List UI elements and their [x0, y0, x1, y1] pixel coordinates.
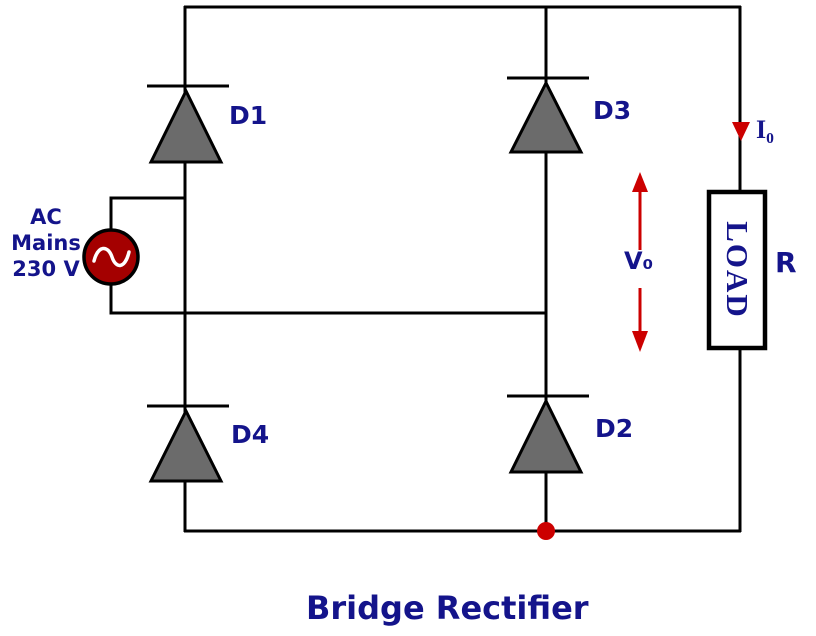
wire-source-top [109, 196, 185, 230]
diode-d4-symbol [147, 404, 229, 483]
diode-d3-label: D3 [593, 96, 632, 125]
current-arrow-icon [732, 122, 750, 141]
voltage-arrow-up-icon [632, 172, 648, 250]
ac-source-label-line2: Mains [11, 231, 81, 255]
load-label: LOAD [720, 221, 755, 319]
diode-d2-triangle [508, 397, 584, 474]
voltage-arrow-down-head [632, 331, 648, 352]
diode-d3-triangle [508, 79, 584, 154]
diode-d1-label: D1 [229, 101, 268, 130]
output-voltage-label: V₀ [624, 247, 654, 275]
diode-d4-label: D4 [231, 420, 270, 449]
output-current-label: I₀ [756, 115, 774, 144]
ac-source-label-line1: AC [30, 205, 62, 229]
ac-source-label-line3: 230 V [12, 257, 80, 281]
diode-d2-label: D2 [595, 414, 634, 443]
diode-d4-triangle [148, 407, 224, 483]
diode-d2-symbol [507, 394, 589, 474]
diode-d1-symbol [147, 84, 229, 164]
ac-source-icon [82, 228, 140, 286]
page-title: Bridge Rectifier [306, 589, 589, 627]
voltage-arrow-down-icon [632, 288, 648, 352]
resistor-label: R [775, 246, 797, 279]
wire-source-bottom [109, 285, 546, 315]
junction-dot [537, 522, 555, 540]
diode-d1-triangle [148, 87, 224, 164]
ac-source-label: AC Mains 230 V [6, 204, 86, 282]
diode-d3-symbol [507, 76, 589, 154]
sine-wave-icon [92, 246, 131, 268]
voltage-arrow-up-head [632, 172, 648, 192]
load-resistor-box [706, 189, 768, 351]
